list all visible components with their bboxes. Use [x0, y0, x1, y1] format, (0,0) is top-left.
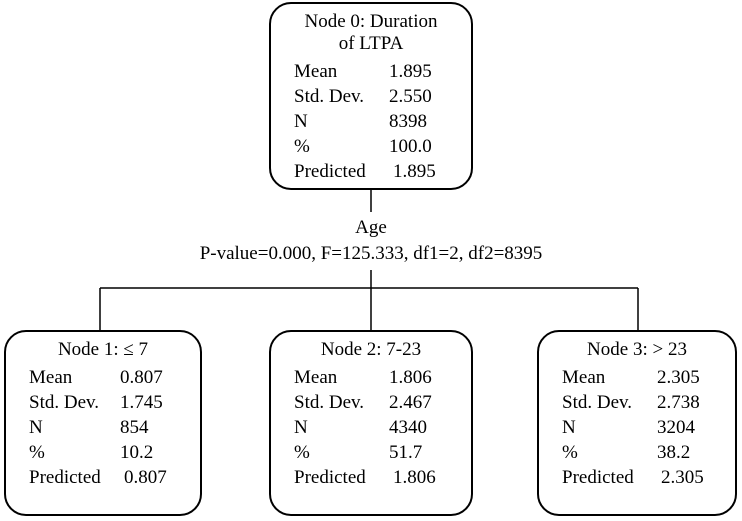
stat-label: % — [294, 442, 310, 463]
split-statistics-label: P-value=0.000, F=125.333, df1=2, df2=839… — [199, 243, 543, 264]
stat-value: 1.895 — [389, 61, 432, 82]
node-0-row-percent: % 100.0 — [271, 134, 471, 159]
node-2-row-predicted: Predicted 1.806 — [271, 465, 471, 490]
stat-value: 3204 — [657, 417, 695, 438]
node-2-row-mean: Mean 1.806 — [271, 365, 471, 390]
node-3-row-percent: % 38.2 — [539, 440, 735, 465]
stat-label: Predicted — [294, 161, 366, 182]
stat-label: N — [294, 111, 308, 132]
stat-label: Predicted — [562, 467, 634, 488]
stat-value: 100.0 — [389, 136, 432, 157]
node-3-row-predicted: Predicted 2.305 — [539, 465, 735, 490]
node-1-row-predicted: Predicted 0.807 — [6, 465, 200, 490]
node-2-row-n: N 4340 — [271, 415, 471, 440]
stat-label: Std. Dev. — [29, 392, 100, 413]
node-1-box: Node 1: ≤ 7 Mean 0.807 Std. Dev. 1.745 N 85… — [4, 330, 202, 516]
stat-label: % — [29, 442, 45, 463]
stat-value: 10.2 — [120, 442, 154, 463]
stat-label: N — [294, 417, 308, 438]
node-1-title: Node 1: ≤ 7 — [57, 339, 149, 360]
node-0-title-line2: of LTPA — [338, 33, 404, 54]
stat-value: 1.895 — [393, 161, 436, 182]
node-3-row-std-dev: Std. Dev. 2.738 — [539, 390, 735, 415]
node-2-title: Node 2: 7-23 — [320, 339, 422, 360]
stat-label: Std. Dev. — [294, 392, 365, 413]
stat-label: % — [294, 136, 310, 157]
stat-value: 1.745 — [120, 392, 163, 413]
stat-label: % — [562, 442, 578, 463]
node-2-row-percent: % 51.7 — [271, 440, 471, 465]
node-0-row-n: N 8398 — [271, 109, 471, 134]
node-3-title: Node 3: > 23 — [587, 339, 687, 360]
node-0-box: Node 0: Duration of LTPA Mean 1.895 Std. … — [269, 2, 473, 190]
node-2-box: Node 2: 7-23 Mean 1.806 Std. Dev. 2.467 N 4… — [269, 330, 473, 516]
stat-value: 0.807 — [124, 467, 167, 488]
node-1-stats: Mean 0.807 Std. Dev. 1.745 N 854 % 10.2 Pred… — [6, 365, 200, 490]
node-2-stats: Mean 1.806 Std. Dev. 2.467 N 4340 % 51.7 Pre… — [271, 365, 471, 490]
stat-value: 2.305 — [657, 367, 700, 388]
stat-label: N — [29, 417, 43, 438]
node-1-row-std-dev: Std. Dev. 1.745 — [6, 390, 200, 415]
node-3-box: Node 3: > 23 Mean 2.305 Std. Dev. 2.738 N 3… — [537, 330, 737, 516]
stat-label: N — [562, 417, 576, 438]
stat-label: Mean — [294, 61, 338, 82]
node-0-title: Node 0: Duration of LTPA — [271, 11, 471, 55]
node-0-row-std-dev: Std. Dev. 2.550 — [271, 84, 471, 109]
stat-value: 2.550 — [389, 86, 432, 107]
split-variable-label: Age — [355, 217, 387, 238]
stat-value: 2.467 — [389, 392, 432, 413]
stat-value: 2.738 — [657, 392, 700, 413]
stat-value: 38.2 — [657, 442, 691, 463]
stat-value: 1.806 — [389, 367, 432, 388]
stat-value: 854 — [120, 417, 149, 438]
stat-value: 4340 — [389, 417, 427, 438]
node-1-row-n: N 854 — [6, 415, 200, 440]
node-2-row-std-dev: Std. Dev. 2.467 — [271, 390, 471, 415]
node-0-row-predicted: Predicted 1.895 — [271, 159, 471, 184]
node-0-title-line1: Node 0: Duration — [304, 11, 438, 32]
stat-value: 0.807 — [120, 367, 163, 388]
stat-label: Predicted — [29, 467, 101, 488]
stat-label: Mean — [562, 367, 606, 388]
node-1-row-percent: % 10.2 — [6, 440, 200, 465]
stat-value: 51.7 — [389, 442, 423, 463]
stat-value: 2.305 — [661, 467, 704, 488]
stat-label: Mean — [294, 367, 338, 388]
stat-value: 8398 — [389, 111, 427, 132]
node-0-stats: Mean 1.895 Std. Dev. 2.550 N 8398 % 100.0 Pr… — [271, 59, 471, 184]
stat-label: Std. Dev. — [562, 392, 633, 413]
stat-label: Predicted — [294, 467, 366, 488]
node-0-row-mean: Mean 1.895 — [271, 59, 471, 84]
node-1-row-mean: Mean 0.807 — [6, 365, 200, 390]
stat-label: Mean — [29, 367, 73, 388]
node-3-row-n: N 3204 — [539, 415, 735, 440]
stat-value: 1.806 — [393, 467, 436, 488]
node-3-row-mean: Mean 2.305 — [539, 365, 735, 390]
stat-label: Std. Dev. — [294, 86, 365, 107]
node-3-stats: Mean 2.305 Std. Dev. 2.738 N 3204 % 38.2 Pre… — [539, 365, 735, 490]
